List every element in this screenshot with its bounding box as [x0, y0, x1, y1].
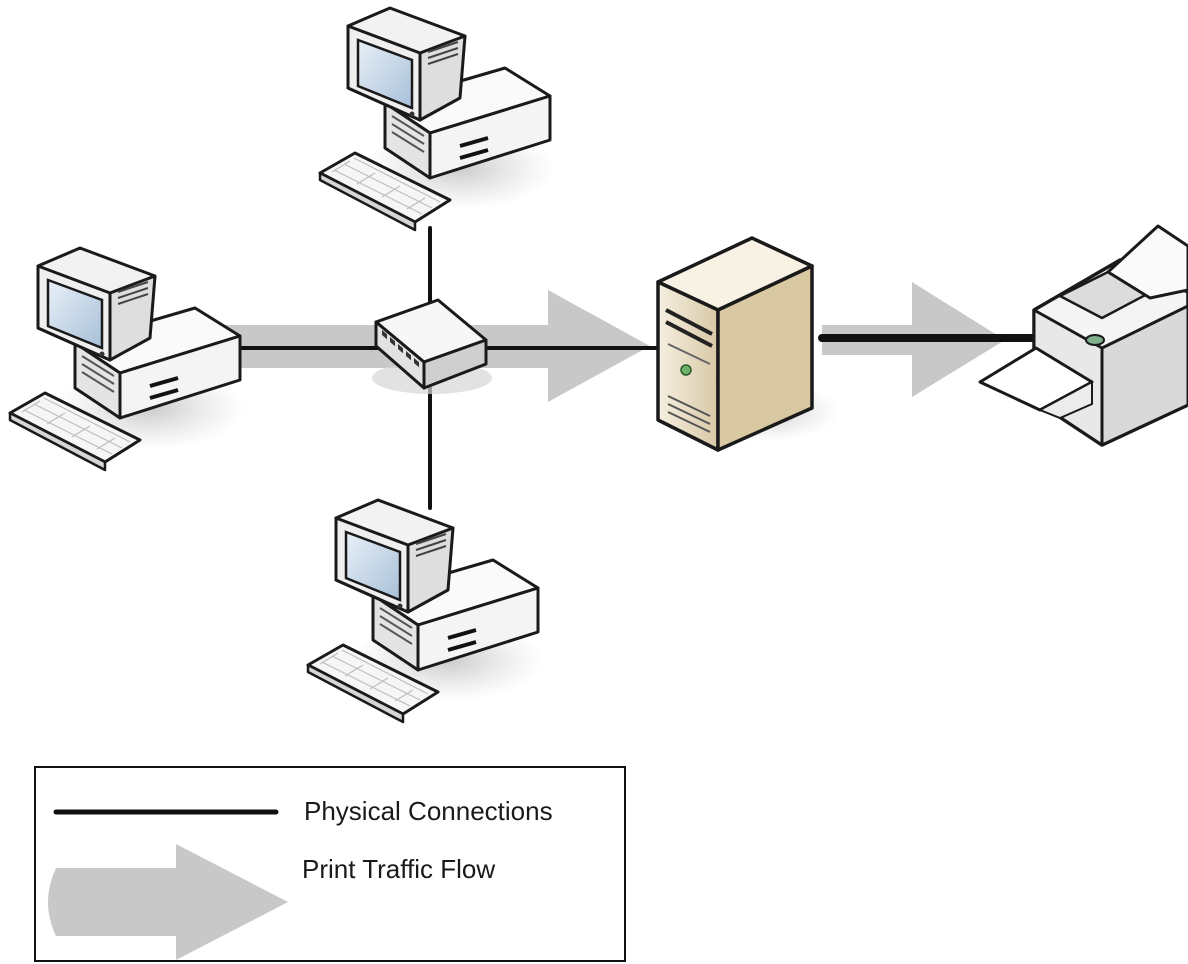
- legend-flow-arrow-tail: [48, 868, 56, 936]
- network-switch-icon: [372, 298, 492, 394]
- print-server-icon: [656, 236, 840, 452]
- printer-icon: [978, 224, 1188, 447]
- desktop-computer-icon: [8, 246, 247, 472]
- legend-graphics: [48, 809, 288, 960]
- desktop-computer-icon: [306, 498, 545, 724]
- legend-flow-arrow: [56, 844, 288, 960]
- desktop-computer-icon: [318, 6, 557, 232]
- legend-flow-label: Print Traffic Flow: [302, 854, 496, 884]
- legend-box: Physical Connections Print Traffic Flow: [34, 766, 626, 962]
- legend-physical-label: Physical Connections: [304, 796, 553, 826]
